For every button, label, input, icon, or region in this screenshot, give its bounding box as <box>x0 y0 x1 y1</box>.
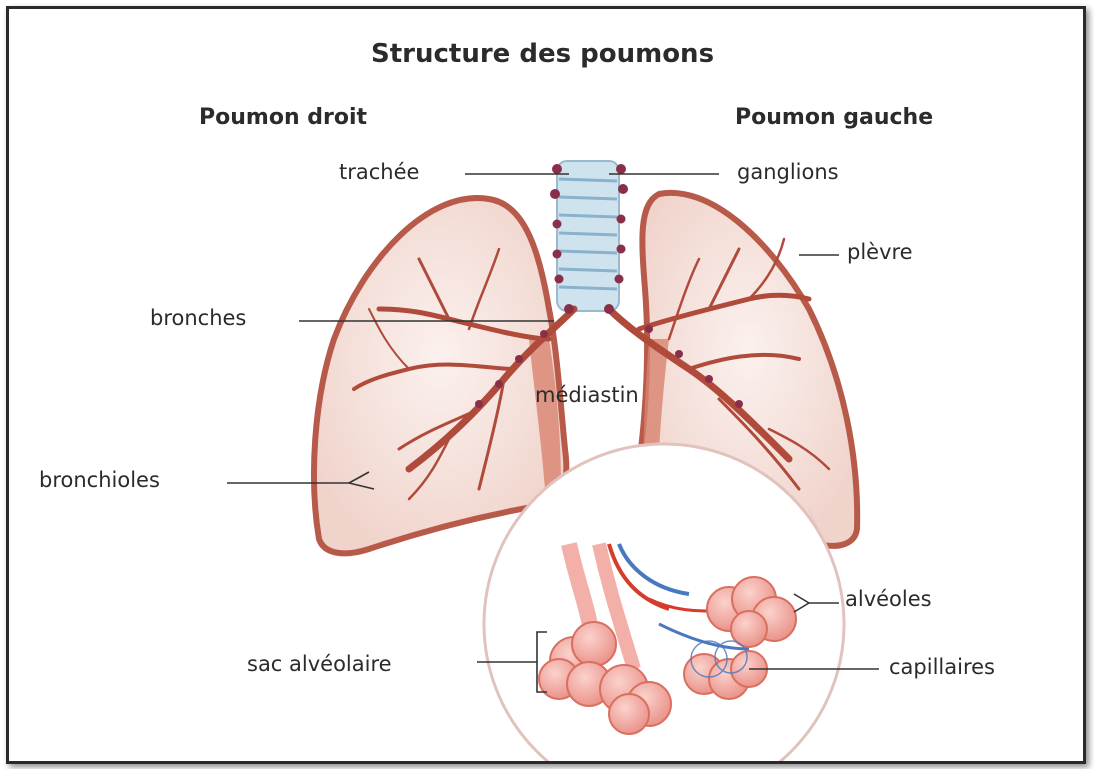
label-ganglions: ganglions <box>737 160 839 184</box>
label-bronches: bronches <box>150 306 246 330</box>
left-lung-header: Poumon gauche <box>735 105 933 130</box>
trachea <box>557 161 619 311</box>
diagram-title: Structure des poumons <box>371 39 714 69</box>
label-bronchioles: bronchioles <box>39 468 160 492</box>
label-alveoles: alvéoles <box>845 587 932 611</box>
label-trachee: trachée <box>339 160 419 184</box>
right-lung-header: Poumon droit <box>199 105 367 130</box>
label-mediastin: médiastin <box>535 383 639 407</box>
diagram-frame: Structure des poumons Poumon droit Poumo… <box>6 6 1086 764</box>
label-plevre: plèvre <box>847 240 913 264</box>
right-lung-shape <box>314 198 566 553</box>
right-lung <box>314 198 566 553</box>
label-sac-alveolaire: sac alvéolaire <box>247 652 392 676</box>
label-capillaires: capillaires <box>889 655 995 679</box>
